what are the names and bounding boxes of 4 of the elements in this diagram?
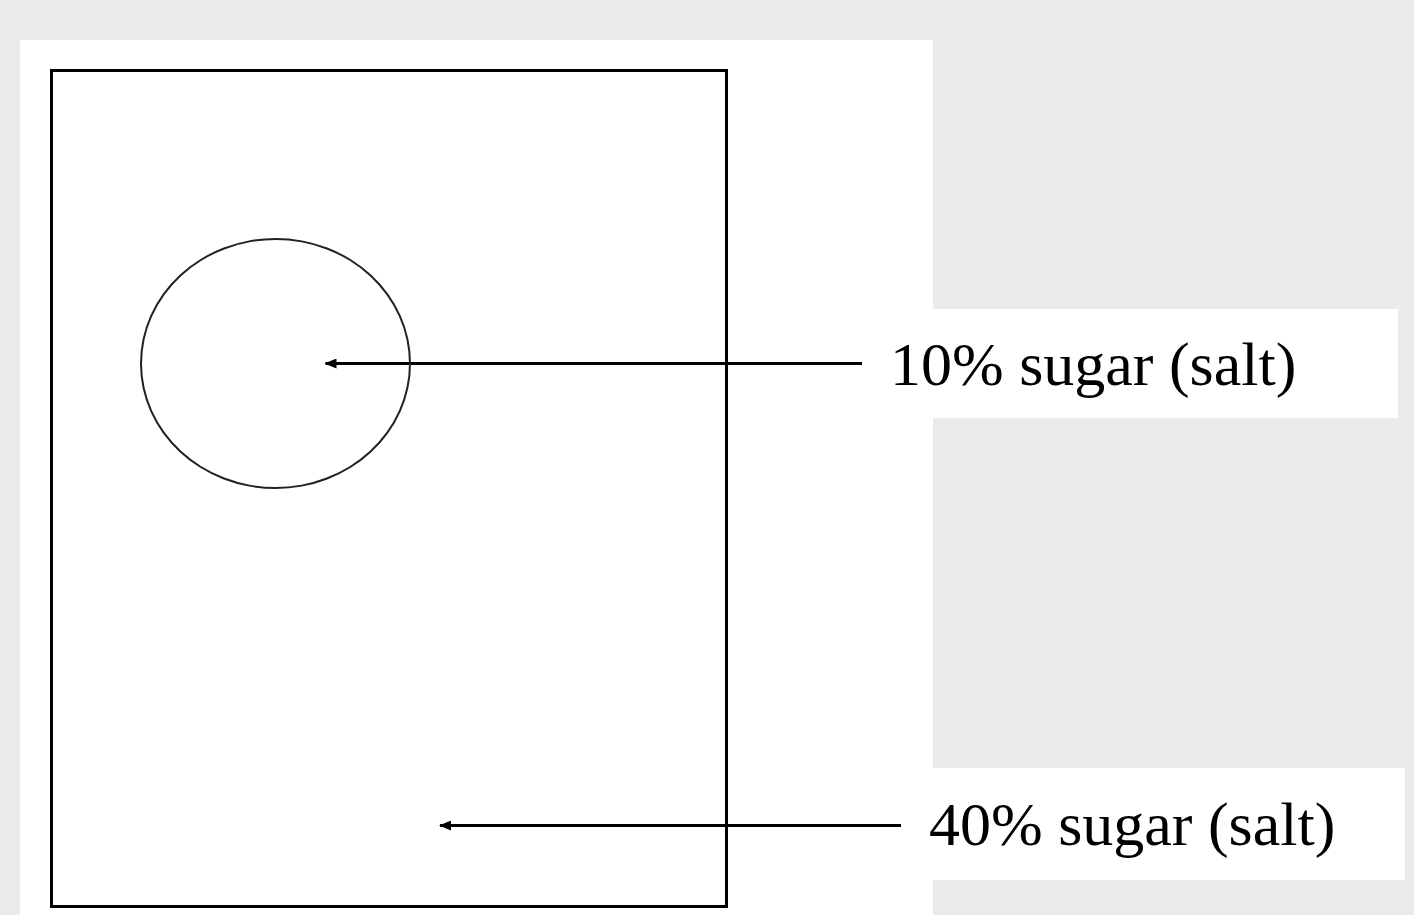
leader-arrow [439,820,901,831]
cell-circle [140,238,411,489]
container-rectangle [50,69,728,908]
leader-arrow [324,358,862,369]
